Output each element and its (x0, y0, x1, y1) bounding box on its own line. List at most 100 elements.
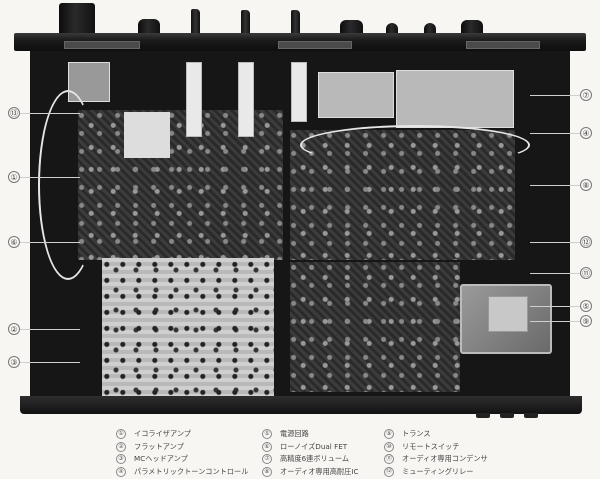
legend-label: ローノイズDual FET (280, 441, 348, 451)
callout-number: ③ (8, 356, 20, 368)
legend-item: ⑥ ローノイズDual FET (262, 441, 359, 453)
legend-label: リモートスイッチ (402, 441, 460, 451)
selector-knob-1 (138, 19, 160, 33)
leader-line (530, 305, 580, 307)
callout-number: ⑤ (580, 300, 592, 312)
callout-11: ⑪ (530, 267, 592, 279)
leader-line (20, 241, 80, 243)
tone-lever-1 (191, 9, 200, 33)
legend-item: ② フラットアンプ (116, 441, 248, 453)
legend-label: ミューティングリレー (402, 466, 474, 476)
legend-item: ⑨ トランス (384, 428, 488, 440)
leader-line (530, 320, 580, 322)
callout-7: ⑦ (530, 89, 592, 101)
front-slot-left (64, 41, 140, 49)
callout-number: ⑥ (8, 236, 20, 248)
legend-number: ⑨ (384, 429, 394, 439)
tone-slider-2 (238, 62, 254, 137)
leader-line (530, 132, 580, 134)
tone-slider-3 (291, 62, 307, 122)
legend-number: ② (116, 441, 126, 452)
legend-item: ① イコライザアンプ (116, 428, 248, 440)
callout-13: ⑬ (8, 107, 80, 119)
leader-line (20, 176, 80, 178)
foot-3 (524, 413, 538, 418)
tone-slider-1 (186, 62, 202, 137)
front-slot-right (466, 41, 540, 49)
volume-knob (59, 3, 95, 33)
legend-item: ⑧ オーディオ専用高耐圧IC (262, 466, 359, 478)
callout-number: ⑦ (580, 89, 592, 101)
legend-number: ⑪ (384, 454, 394, 464)
legend-label: イコライザアンプ (134, 429, 191, 438)
tone-lever-2 (241, 10, 250, 33)
small-knob-2 (424, 23, 436, 33)
callout-4: ④ (530, 127, 592, 139)
callout-8: ⑧ (530, 179, 592, 191)
legend-label: 電源回路 (280, 429, 309, 438)
foot-1 (476, 413, 490, 418)
callout-number: ⑬ (8, 107, 20, 119)
callout-number: ⑪ (580, 267, 592, 279)
legend-label: トランス (402, 429, 431, 438)
callout-6: ⑥ (8, 236, 80, 248)
power-transformer (460, 284, 552, 354)
legend-number: ⑧ (262, 466, 272, 477)
wire-loop-center (300, 125, 530, 165)
leader-line (530, 94, 580, 96)
leader-line (530, 184, 580, 186)
legend-number: ⑩ (384, 441, 394, 452)
legend-item: ⑤ 電源回路 (262, 428, 359, 440)
leader-line (530, 272, 580, 274)
legend-label: オーディオ専用高耐圧IC (280, 466, 359, 476)
leader-line (20, 112, 80, 114)
legend-label: パラメトリックトーンコントロール (134, 466, 249, 476)
leader-line (20, 328, 80, 330)
legend-column-1: ① イコライザアンプ ② フラットアンプ ③ MCヘッドアンプ ④ パラメトリックトーン… (116, 428, 248, 478)
callout-number: ② (8, 323, 20, 335)
wire-loop-left (38, 90, 98, 280)
transformer-core (488, 296, 528, 332)
legend-number: ③ (116, 454, 126, 464)
leader-line (20, 361, 80, 363)
volume-unit-left (318, 72, 394, 118)
callout-12: ⑫ (530, 236, 592, 248)
small-knob-1 (386, 23, 398, 33)
callout-2: ② (8, 323, 80, 335)
selector-knob-2 (340, 20, 363, 33)
legend-item: ③ MCヘッドアンプ (116, 453, 248, 465)
relay-block (124, 112, 170, 158)
parts-legend: ① イコライザアンプ ② フラットアンプ ③ MCヘッドアンプ ④ パラメトリックトーン… (0, 428, 600, 479)
callout-number: ⑫ (580, 236, 592, 248)
callout-number: ⑧ (580, 179, 592, 191)
callout-number: ⑨ (580, 315, 592, 327)
legend-number: ① (116, 429, 126, 439)
legend-label: MCヘッドアンプ (134, 454, 188, 463)
legend-number: ⑤ (262, 429, 272, 439)
callout-3: ③ (8, 356, 80, 368)
legend-number: ④ (116, 466, 126, 477)
legend-item: ④ パラメトリックトーンコントロール (116, 466, 248, 478)
callout-5: ⑤ (530, 300, 592, 312)
callout-number: ④ (580, 127, 592, 139)
legend-label: フラットアンプ (134, 441, 184, 451)
callout-number: ① (8, 171, 20, 183)
callout-9: ⑨ (530, 315, 592, 327)
callout-1: ① (8, 171, 80, 183)
legend-number: ⑥ (262, 441, 272, 452)
flat-amp-board (102, 258, 274, 398)
legend-item: ⑩ リモートスイッチ (384, 441, 488, 453)
front-slot-center (278, 41, 352, 49)
volume-unit-right (396, 70, 514, 128)
rear-panel (20, 396, 582, 414)
amplifier-interior-photo: ⑬ ① ⑥ ② ③ ⑦ ④ ⑧ ⑫ ⑪ ⑤ ⑨ (8, 3, 592, 418)
power-supply-board (290, 262, 460, 392)
legend-number: ⑦ (262, 454, 272, 464)
foot-2 (500, 413, 514, 418)
selector-knob-3 (461, 20, 483, 33)
